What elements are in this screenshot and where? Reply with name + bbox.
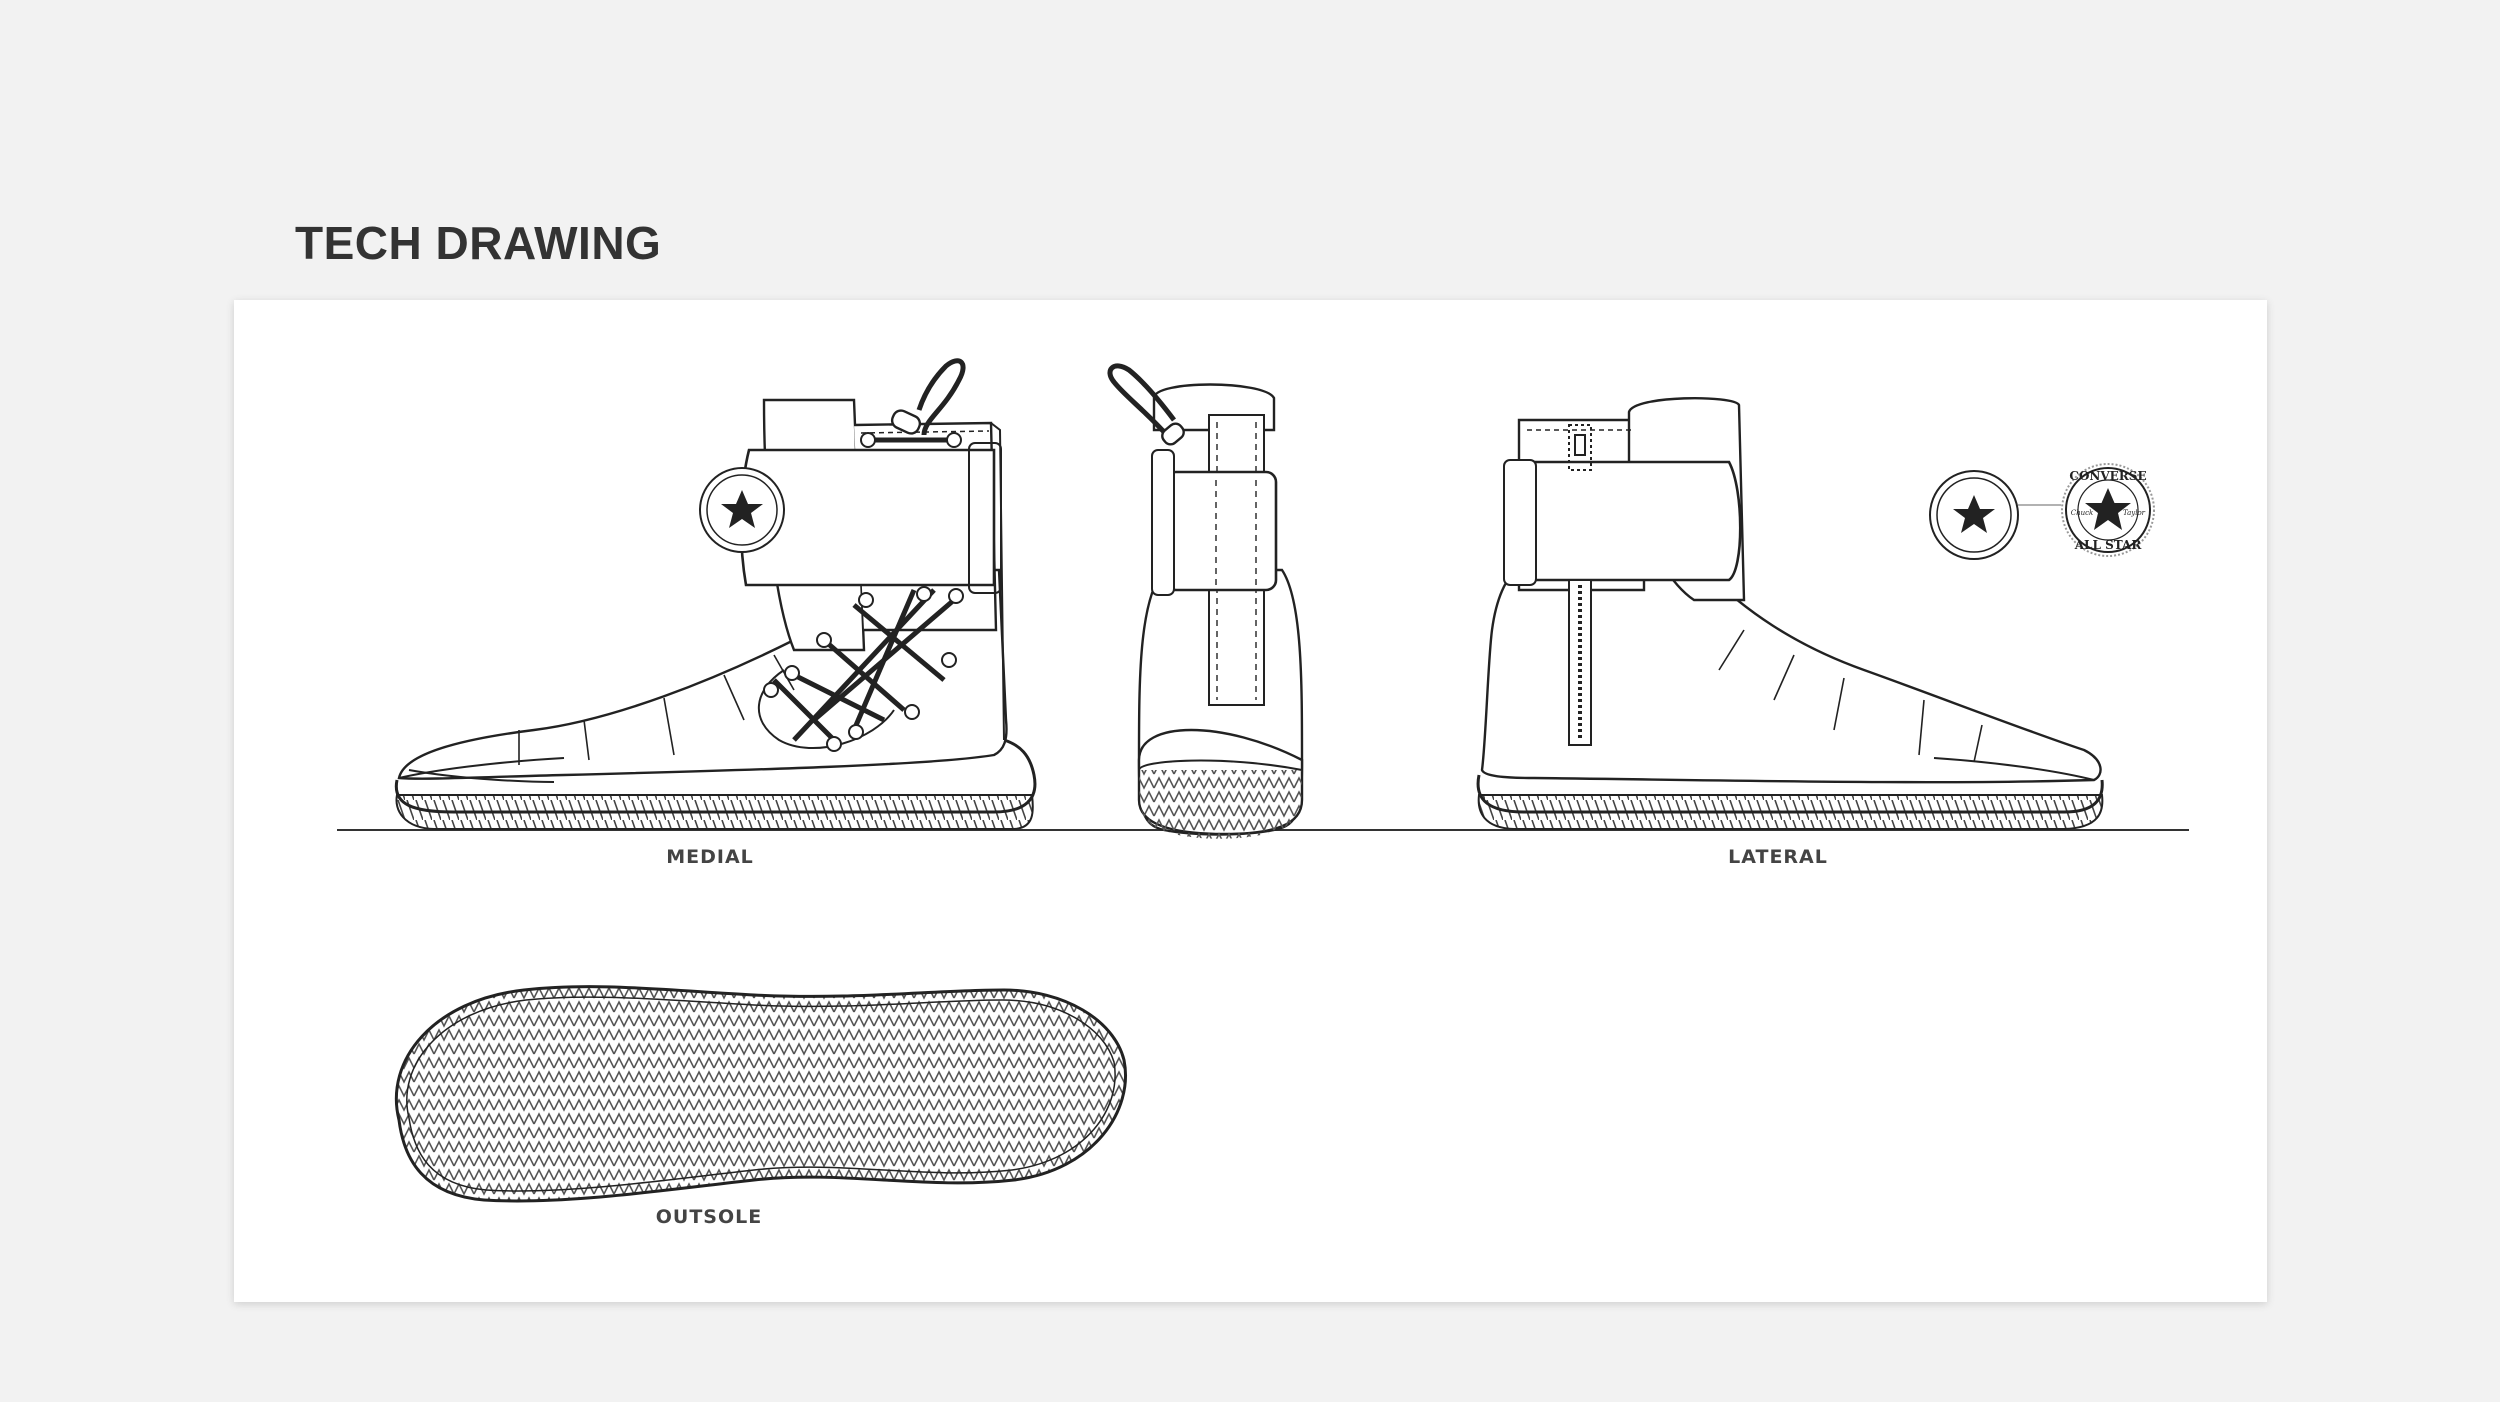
badge-detail: CONVERSE ALL STAR Chuck Taylor: [2061, 463, 2155, 557]
lateral-label: LATERAL: [1728, 846, 1828, 868]
medial-view: [394, 358, 1037, 830]
badge-signature-right: Taylor: [2123, 509, 2146, 517]
badge-top-text: CONVERSE: [2069, 469, 2146, 483]
front-view: [1107, 363, 1304, 839]
lateral-badge: [1929, 470, 2019, 560]
medial-badge: [699, 467, 785, 553]
lateral-view: [1476, 397, 2104, 830]
tech-drawing-svg: CONVERSE ALL STAR Chuck Taylor: [337, 358, 2189, 1203]
badge-bottom-text: ALL STAR: [2074, 538, 2143, 552]
medial-label: MEDIAL: [666, 846, 754, 868]
badge-signature-left: Chuck: [2071, 509, 2094, 517]
page-title: TECH DRAWING: [295, 217, 662, 269]
outsole-view: [394, 985, 1127, 1203]
drawing-sheet: CONVERSE ALL STAR Chuck Taylor MEDIAL LA…: [234, 300, 2267, 1302]
outsole-label: OUTSOLE: [655, 1206, 763, 1228]
